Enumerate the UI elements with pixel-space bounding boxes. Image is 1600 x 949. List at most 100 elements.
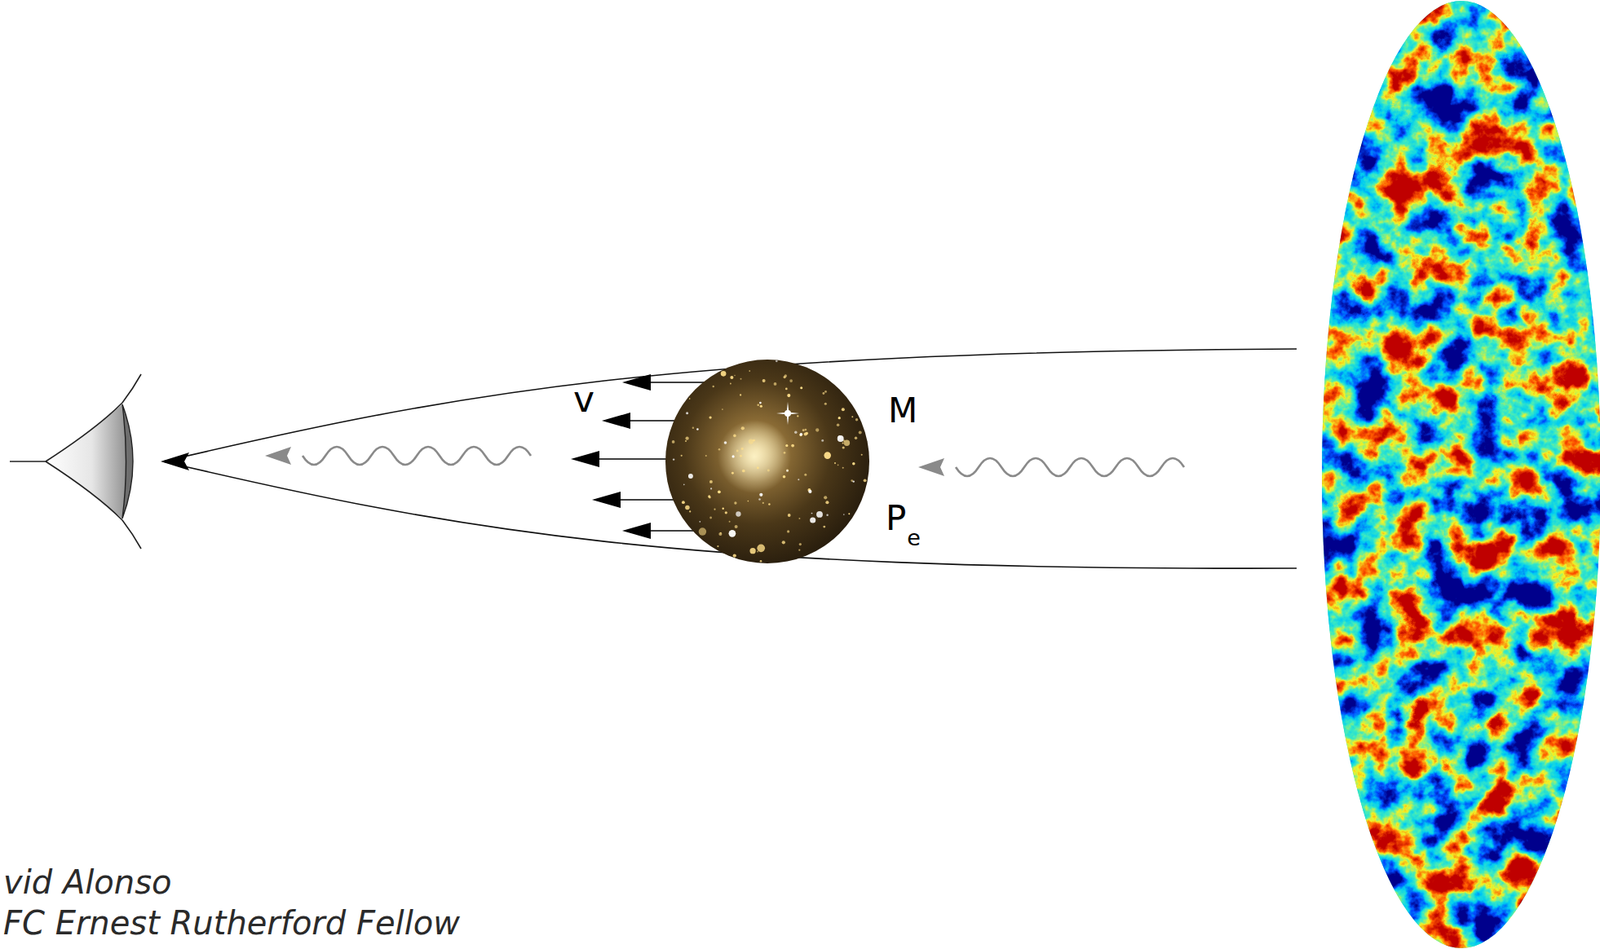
galaxy-dot (794, 430, 797, 434)
galaxy-dot (752, 439, 756, 442)
galaxy-dot (775, 359, 778, 363)
galaxy-dot (739, 455, 743, 458)
eye-symbol (9, 374, 190, 549)
galaxy-dot (808, 490, 812, 494)
galaxy-dot (841, 407, 845, 412)
galaxy-dot (685, 437, 689, 441)
galaxy-dot (837, 464, 840, 466)
galaxy-dot (748, 370, 751, 372)
galaxy-dot (671, 440, 676, 444)
galaxy-dot (709, 480, 713, 484)
galaxy-dot (816, 511, 823, 518)
symbol-label: M (888, 392, 918, 430)
galaxy-dot (683, 484, 686, 487)
galaxy-dot (708, 415, 712, 419)
galaxy-dot (736, 450, 739, 453)
galaxy-dot (798, 517, 800, 520)
galaxy-dot (783, 451, 787, 455)
galaxy-dot (698, 521, 701, 523)
galaxy-dot (842, 467, 845, 469)
galaxy-dot (861, 454, 863, 456)
galaxy-dot (853, 480, 855, 482)
galaxy-dot (696, 428, 699, 431)
galaxy-dot (838, 416, 841, 420)
galaxy-dot (731, 455, 734, 458)
galaxy-dot (739, 378, 742, 381)
galaxy-dot (786, 468, 789, 472)
galaxy-dot (685, 505, 690, 511)
galaxy-dot (796, 415, 799, 417)
author-credit: FC Ernest Rutherford Fellow (3, 905, 460, 942)
galaxy-dot (786, 393, 791, 398)
galaxy-dot (733, 375, 736, 377)
galaxy-dot (741, 426, 745, 430)
galaxy-dot (711, 385, 714, 388)
galaxy-dot (760, 405, 763, 408)
galaxy-dot (709, 517, 712, 520)
galaxy-dot (718, 532, 722, 536)
galaxy-dot (756, 404, 760, 407)
galaxy-dot (718, 448, 721, 451)
galaxy-dot (731, 472, 734, 475)
galaxy-dot (789, 379, 793, 383)
photon-wave (955, 458, 1185, 477)
galaxy-dot (785, 388, 788, 391)
galaxy-dot (756, 466, 760, 469)
galaxy-dot (786, 469, 789, 473)
galaxy-dot (739, 393, 742, 396)
photon-wave (302, 446, 531, 465)
galaxy-dot (680, 455, 683, 457)
galaxy-dot (724, 441, 728, 445)
galaxy-dot (689, 397, 691, 400)
galaxy-dot (800, 433, 804, 437)
galaxy-dot (756, 551, 759, 553)
galaxy-dot (707, 495, 711, 498)
galaxy-dot (688, 473, 694, 479)
galaxy-dot (825, 500, 829, 504)
galaxy-dot (716, 545, 719, 548)
galaxy-dot (748, 439, 754, 445)
galaxy-dot (672, 458, 675, 460)
photon-arrowhead (918, 458, 945, 477)
galaxy-dot (689, 510, 691, 513)
galaxy-dot (758, 498, 761, 501)
galaxy-dot (802, 428, 805, 432)
galaxy-dot (759, 493, 763, 497)
galaxy-dot (836, 423, 840, 427)
galaxy-dot (855, 418, 858, 421)
galaxy-dot (837, 435, 845, 442)
galaxy-dot (809, 517, 816, 523)
galaxy-dot (797, 478, 800, 481)
galaxy-dot (734, 525, 739, 529)
galaxy-dot (692, 426, 694, 429)
symbol-label: P (885, 499, 907, 538)
galaxy-dot (842, 441, 845, 444)
galaxy-dot (782, 475, 787, 479)
galaxy-dot (815, 428, 819, 432)
galaxy-dot (804, 428, 808, 432)
galaxy-dot (843, 513, 845, 516)
galaxy-dot (863, 478, 867, 482)
galaxy-dot (685, 440, 687, 442)
galaxy-dot (733, 553, 737, 557)
galaxy-dot (804, 432, 808, 436)
galaxy-dot (837, 435, 841, 439)
galaxy-dot (760, 560, 763, 563)
galaxy-dot (749, 548, 756, 554)
galaxy-cluster (665, 359, 870, 564)
galaxy-dot (823, 451, 831, 460)
galaxy-dot (858, 430, 862, 434)
galaxy-dot (733, 501, 737, 504)
galaxy-dot (785, 444, 788, 447)
galaxy-dot (844, 440, 850, 447)
galaxy-dot (729, 530, 737, 538)
galaxy-dot (768, 503, 770, 505)
galaxy-dot (685, 411, 689, 415)
galaxy-dot (787, 513, 792, 518)
galaxy-dot (854, 437, 858, 440)
galaxy-dot (759, 402, 762, 405)
photon-arrowhead (265, 446, 292, 465)
galaxy-dot (848, 512, 850, 515)
galaxy-dot (852, 462, 856, 466)
